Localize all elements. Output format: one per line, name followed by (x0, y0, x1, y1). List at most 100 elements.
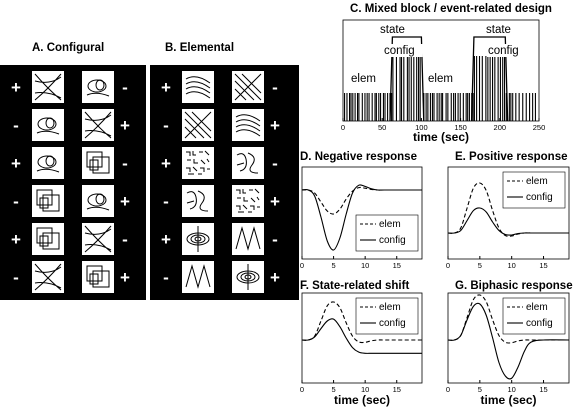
configural-sign-plus: + (120, 116, 130, 135)
chart-c-annotation: elem (351, 73, 376, 85)
chart-c-annotation-bg (383, 44, 423, 57)
chart-c-x-tick-label: 0 (341, 123, 345, 132)
chart-c-annotation: config (488, 45, 519, 57)
chart-f-x-axis-label: time (sec) (334, 393, 390, 407)
configural-sign-plus: + (120, 268, 130, 287)
configural-sign-minus: - (13, 268, 19, 287)
configural-stimulus-loop-figure-icon (82, 185, 114, 217)
chart-f-x-tick-label: 5 (331, 385, 335, 394)
chart-d-x-tick-label: 15 (393, 261, 401, 270)
chart-g-legend-box (502, 297, 566, 335)
configural-sign-plus: + (11, 154, 21, 173)
chart-d-frame (301, 166, 423, 260)
chart-e-series-config (447, 207, 569, 236)
chart-c-state-block (389, 36, 425, 122)
configural-stimulus-crossing-curves-icon (32, 71, 64, 103)
configural-stimulus-overlapping-squares-icon (82, 261, 114, 293)
chart-f-x-tick-label: 0 (300, 385, 304, 394)
elemental-sign-plus: + (161, 78, 171, 97)
chart-c-annotation: state (380, 24, 405, 36)
chart-d-x-tick-label: 10 (361, 261, 369, 270)
chart-f-series-elem (301, 301, 422, 344)
elemental-sign-plus: + (270, 268, 280, 287)
chart-e-series-elem (447, 182, 569, 237)
chart-e-x-tick-label: 15 (539, 261, 547, 270)
chart-g-x-tick-label: 15 (539, 385, 547, 394)
elemental-sign-plus: + (270, 192, 280, 211)
configural-stimulus-crossing-curves-icon (32, 261, 64, 293)
chart-d-title: D. Negative response (300, 151, 417, 163)
chart-c-annotation: state (486, 24, 511, 36)
chart-g-frame (447, 292, 570, 384)
chart-f-x-tick-label: 10 (361, 385, 369, 394)
chart-e-legend-label: elem (526, 176, 548, 187)
configural-stimulus-loop-figure-icon (32, 109, 64, 141)
chart-c-annotation-bg (487, 44, 527, 57)
chart-e-title: E. Positive response (455, 151, 568, 163)
elemental-sign-minus: - (163, 116, 169, 135)
configural-sign-minus: - (122, 230, 128, 249)
chart-e-legend-label: config (526, 192, 553, 203)
panel-b-elemental: +--++--++--+ (150, 65, 299, 300)
elemental-sign-plus: + (161, 154, 171, 173)
chart-c-x-tick-label: 200 (494, 123, 507, 132)
elemental-stimulus-concentric-ellipses-icon (182, 223, 214, 255)
chart-f-frame (301, 292, 423, 384)
configural-stimulus-overlapping-squares-icon (32, 185, 64, 217)
chart-f-title: F. State-related shift (300, 280, 409, 292)
chart-f-series-config (301, 318, 422, 354)
elemental-stimulus-zigzag-lines-icon (232, 223, 264, 255)
elemental-sign-plus: + (161, 230, 171, 249)
configural-sign-minus: - (122, 78, 128, 97)
elemental-stimulus-zigzag-lines-icon (182, 261, 214, 293)
chart-e-x-tick-label: 10 (508, 261, 516, 270)
chart-g-series-config (447, 302, 570, 380)
configural-stimulus-crossing-curves-icon (82, 223, 114, 255)
configural-stimulus-overlapping-squares-icon (82, 147, 114, 179)
chart-g-legend-label: elem (526, 302, 548, 313)
chart-g-legend-label: config (526, 318, 553, 329)
elemental-stimulus-concentric-ellipses-icon (232, 261, 264, 293)
chart-d-x-tick-label: 0 (300, 261, 304, 270)
chart-c-x-tick-label: 250 (533, 123, 546, 132)
chart-e-x-tick-label: 5 (478, 261, 482, 270)
chart-f-legend-box (355, 297, 419, 335)
elemental-stimulus-parallel-curves-icon (232, 109, 264, 141)
elemental-sign-minus: - (163, 268, 169, 287)
chart-c-annotation-bg (485, 23, 518, 36)
chart-d-x-tick-label: 5 (331, 261, 335, 270)
elemental-sign-minus: - (163, 192, 169, 211)
elemental-stimulus-diagonal-lines-icon (182, 109, 214, 141)
chart-c-annotation-bg (350, 72, 377, 85)
elemental-sign-plus: + (270, 116, 280, 135)
chart-g-title: G. Biphasic response (455, 280, 573, 292)
panel-b-title: B. Elemental (165, 42, 235, 54)
configural-sign-plus: + (120, 192, 130, 211)
chart-c-annotation-bg (427, 72, 454, 85)
elemental-stimulus-parallel-curves-icon (182, 71, 214, 103)
chart-g-x-tick-label: 0 (446, 385, 450, 394)
configural-stimulus-loop-figure-icon (82, 71, 114, 103)
elemental-stimulus-diagonal-lines-icon (232, 71, 264, 103)
configural-sign-minus: - (13, 116, 19, 135)
chart-f-x-tick-label: 15 (393, 385, 401, 394)
chart-c-annotation: elem (428, 73, 453, 85)
configural-sign-minus: - (122, 154, 128, 173)
chart-d-legend-box (355, 214, 419, 252)
configural-stimulus-crossing-curves-icon (82, 109, 114, 141)
chart-g-x-tick-label: 10 (508, 385, 516, 394)
panel-a-title: A. Configural (32, 42, 105, 54)
chart-d-legend-label: config (379, 235, 406, 246)
configural-sign-plus: + (11, 230, 21, 249)
elemental-sign-minus: - (272, 230, 278, 249)
chart-d-legend-label: elem (379, 219, 401, 230)
chart-c-state-block (470, 36, 509, 122)
chart-e-x-tick-label: 0 (446, 261, 450, 270)
elemental-stimulus-scattered-glyphs-icon (182, 147, 214, 179)
chart-d-series-config (301, 184, 422, 251)
chart-c-title: C. Mixed block / event-related design (350, 3, 552, 15)
chart-f-legend-label: elem (379, 302, 401, 313)
panel-a-configural: +--++--++--+ (0, 65, 146, 300)
elemental-stimulus-curvy-strokes-icon (232, 147, 264, 179)
